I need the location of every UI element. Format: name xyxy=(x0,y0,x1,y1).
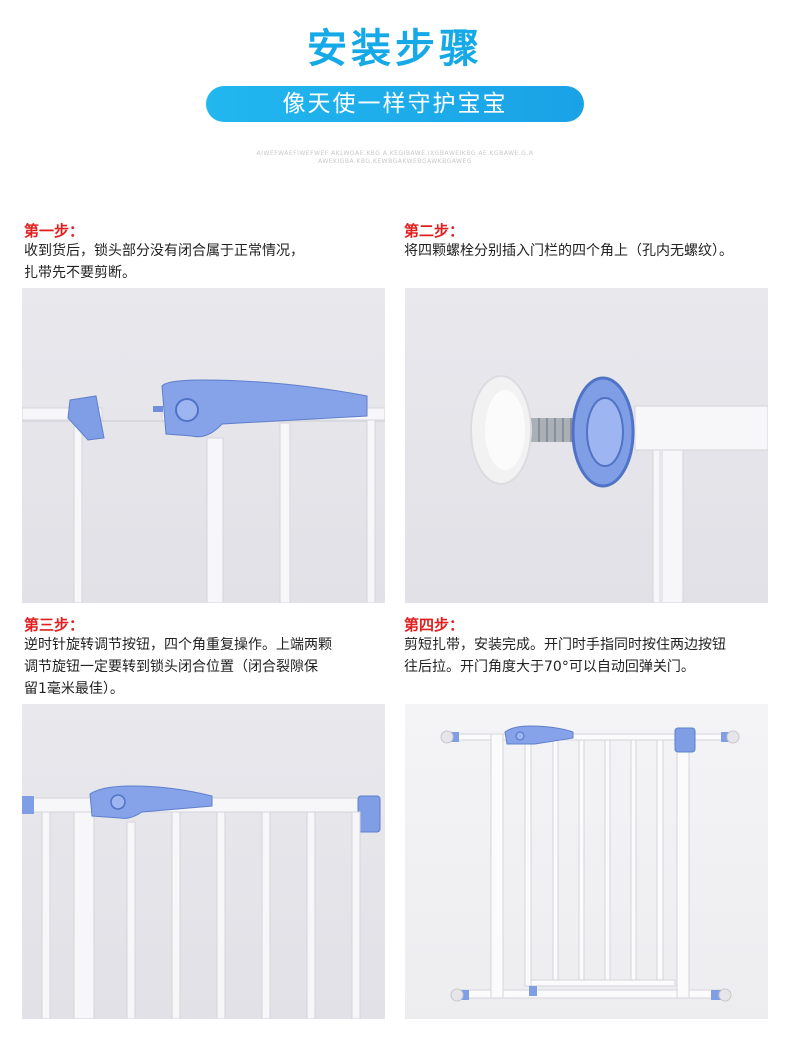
step-4-illustration xyxy=(440,725,740,1002)
step-3-line: 调节旋钮一定要转到锁头闭合位置（闭合裂隙保 xyxy=(24,659,318,675)
step-2-photo xyxy=(405,288,768,603)
subtitle-text: 像天使一样守护宝宝 xyxy=(282,91,508,117)
step-3-illustration xyxy=(22,785,381,1019)
step-3-photo xyxy=(22,704,385,1019)
step-3-line: 逆时针旋转调节按钮，四个角重复操作。上端两颗 xyxy=(24,637,332,653)
subtitle-banner: 像天使一样守护宝宝 xyxy=(206,86,584,122)
step-1-photo xyxy=(22,288,385,603)
step-1-illustration xyxy=(22,379,385,603)
fine-print-line-2: AWEKIGBA.KBG.KEWBGAKWEBGAWKBGAWEG xyxy=(318,158,472,165)
step-3-description: 逆时针旋转调节按钮，四个角重复操作。上端两颗 调节旋钮一定要转到锁头闭合位置（闭… xyxy=(24,634,332,700)
step-2-line: 将四颗螺栓分别插入门栏的四个角上（孔内无螺纹）。 xyxy=(404,243,733,259)
step-2-description: 将四颗螺栓分别插入门栏的四个角上（孔内无螺纹）。 xyxy=(404,240,733,262)
page-title: 安装步骤 xyxy=(307,26,483,72)
step-4-line: 往后拉。开门角度大于70°可以自动回弹关门。 xyxy=(404,659,695,675)
step-4-description: 剪短扎带，安装完成。开门时手指同时按住两边按钮 往后拉。开门角度大于70°可以自… xyxy=(404,634,726,678)
step-1-line: 扎带先不要剪断。 xyxy=(24,265,136,281)
step-2-illustration xyxy=(470,375,768,603)
step-2-title: 第二步： xyxy=(404,222,465,240)
step-1-title: 第一步： xyxy=(24,222,85,240)
step-3-title: 第三步： xyxy=(24,616,85,634)
step-4-line: 剪短扎带，安装完成。开门时手指同时按住两边按钮 xyxy=(404,637,726,653)
step-4-photo xyxy=(405,704,768,1019)
step-3-line: 留1毫米最佳）。 xyxy=(24,681,124,697)
fine-print-line-1: AIWEFWAEFIWEFWEF AKLWOAE.KBG A.KEGIBAWE.… xyxy=(256,150,534,157)
step-1-description: 收到货后，锁头部分没有闭合属于正常情况， 扎带先不要剪断。 xyxy=(24,240,304,284)
step-1-line: 收到货后，锁头部分没有闭合属于正常情况， xyxy=(24,243,304,259)
step-4-title: 第四步： xyxy=(404,616,465,634)
